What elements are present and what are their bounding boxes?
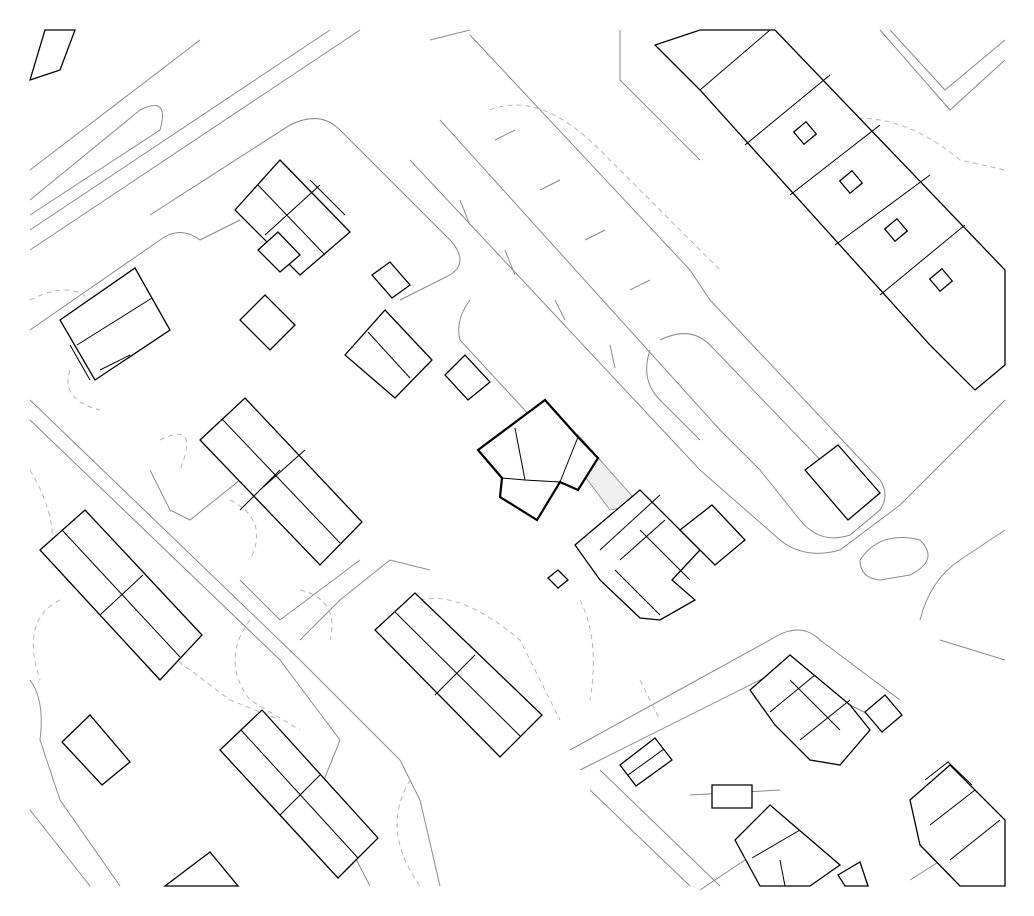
parking-bay-line: [459, 129, 651, 369]
road-line: [29, 118, 461, 331]
road-line: [429, 29, 886, 539]
building: [371, 261, 411, 299]
building: [257, 231, 301, 273]
footpath: [29, 469, 421, 887]
building: [547, 569, 569, 589]
skylight: [883, 217, 909, 243]
road-line: [859, 537, 929, 581]
roof-line: [599, 494, 691, 616]
building: [864, 694, 903, 733]
roof-line: [394, 611, 521, 737]
road-line: [646, 333, 831, 471]
road-line: [458, 299, 641, 521]
buildings: [29, 29, 1006, 887]
terrace-row: [653, 29, 1006, 391]
roof-line: [501, 427, 579, 483]
roof-line: [240, 729, 359, 859]
road-line: [619, 29, 1006, 161]
building-cluster: [909, 764, 1006, 887]
roof-line: [257, 179, 346, 256]
building: [163, 851, 240, 887]
footpath: [234, 599, 661, 731]
building: [61, 714, 131, 786]
skylight: [928, 267, 954, 293]
road-line: [29, 29, 361, 251]
highlighted-building: [476, 398, 600, 522]
building-cluster: [749, 654, 871, 766]
building-cluster: [574, 489, 701, 621]
building-cluster: [734, 804, 842, 887]
building: [711, 784, 753, 809]
road-line: [919, 529, 1006, 661]
roof-line: [627, 748, 665, 776]
roof-line: [221, 418, 341, 544]
roof-line: [769, 674, 851, 741]
footpath: [29, 289, 561, 721]
road-line: [149, 469, 431, 641]
roof-line: [61, 529, 181, 658]
skylight: [838, 169, 864, 195]
building: [444, 354, 491, 401]
road-line: [569, 629, 901, 887]
building: [59, 267, 171, 381]
roof-line: [69, 297, 153, 381]
terrace-divider: [699, 29, 966, 296]
road-line: [29, 679, 121, 887]
roof-line: [751, 829, 801, 887]
road-line: [409, 159, 1006, 554]
building: [239, 294, 296, 351]
building: [29, 29, 76, 82]
roof-line: [924, 761, 1001, 861]
skylight: [792, 120, 818, 146]
building: [679, 504, 746, 566]
building: [804, 444, 881, 521]
building: [837, 861, 869, 887]
roof-line: [367, 331, 411, 379]
